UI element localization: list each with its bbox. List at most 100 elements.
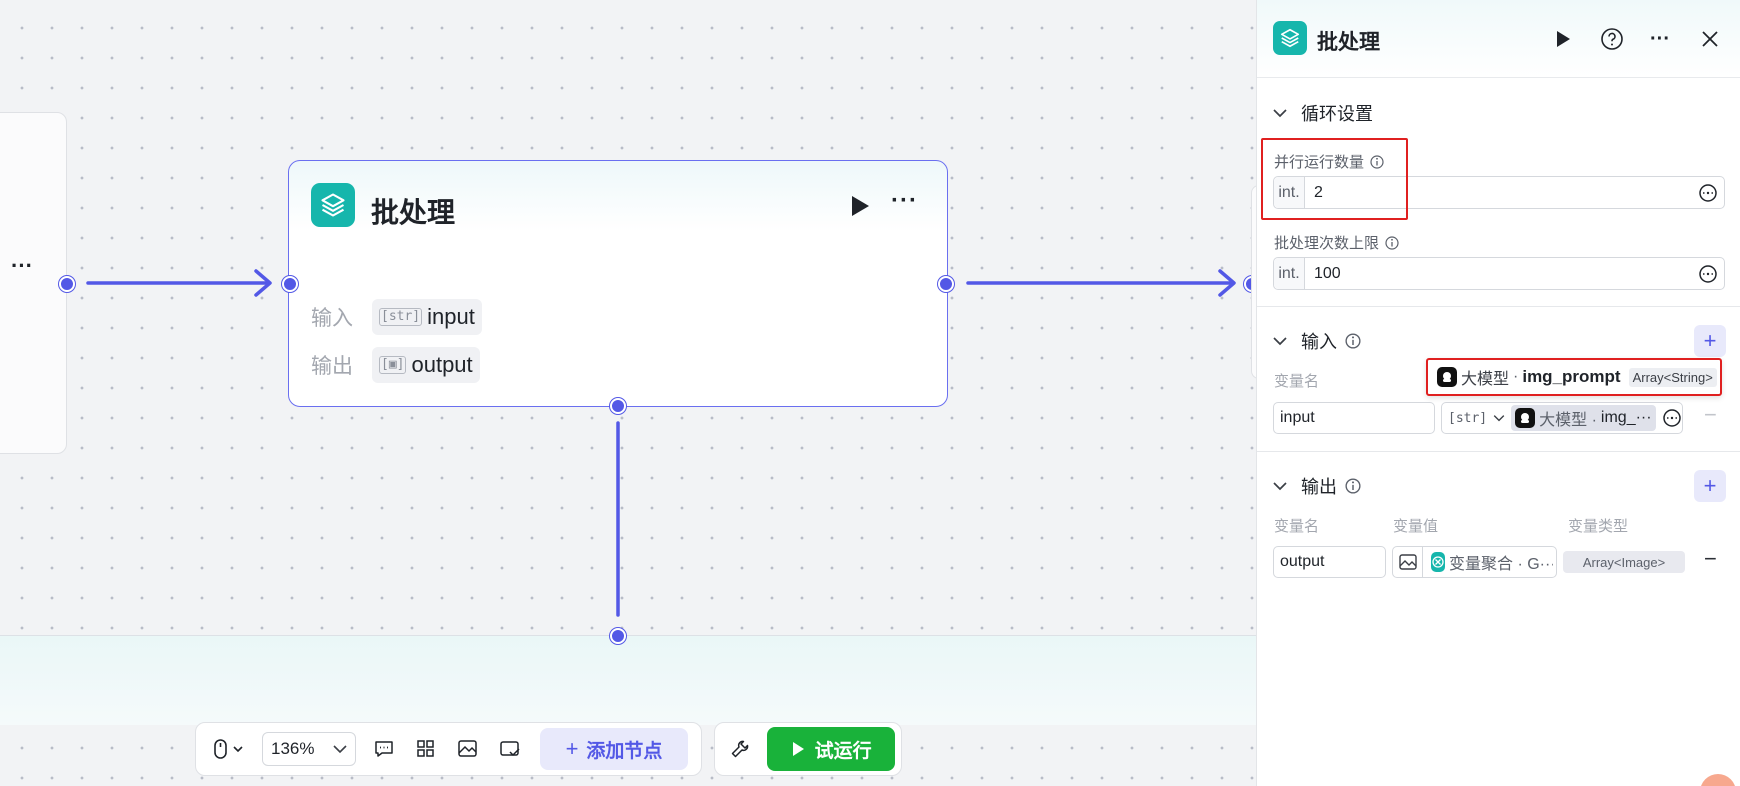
panel-title: 批处理	[1317, 31, 1380, 54]
parallel-count-value[interactable]: 2	[1314, 183, 1323, 201]
settings-button[interactable]	[721, 729, 759, 769]
connection-lines	[86, 269, 1236, 617]
chevron-down-icon	[1273, 481, 1287, 491]
remove-input-button[interactable]: −	[1704, 402, 1717, 427]
more-icon[interactable]: ···	[1650, 27, 1670, 50]
output-ref-source: 变量聚合 · G···	[1449, 556, 1553, 573]
input-ref-source: 大模型 ·	[1539, 412, 1597, 429]
zoom-value: 136%	[271, 739, 315, 758]
layers-icon	[311, 183, 355, 227]
parallel-count-label: 并行运行数量	[1274, 151, 1384, 172]
run-node-button[interactable]	[1548, 24, 1578, 54]
input-var-name-field[interactable]: input	[1273, 402, 1435, 434]
previous-node-output-port[interactable]	[59, 276, 75, 292]
add-input-button[interactable]: +	[1694, 325, 1726, 357]
test-run-button[interactable]: 试运行	[767, 727, 895, 771]
screen-check-icon	[500, 741, 520, 757]
highlight-box	[1261, 138, 1408, 220]
output-chip: [▣] output	[372, 347, 480, 383]
loop-settings-header[interactable]: 循环设置	[1273, 99, 1373, 127]
type-select[interactable]: [str]	[1442, 411, 1511, 426]
run-toolbar: 试运行	[714, 722, 902, 776]
chevron-down-icon	[1273, 108, 1287, 118]
tooltip-separator: ·	[1513, 368, 1519, 385]
canvas-lower-band	[0, 635, 1256, 725]
plus-icon: +	[1703, 473, 1717, 498]
chevron-down-icon	[333, 745, 347, 754]
fit-view-button[interactable]	[490, 729, 530, 769]
output-var-value-field[interactable]: 变量聚合 · G···	[1392, 546, 1557, 578]
output-ref-chip[interactable]: 变量聚合 · G···	[1427, 549, 1553, 575]
add-node-button[interactable]: + 添加节点	[540, 728, 688, 770]
minimap-button[interactable]	[448, 729, 488, 769]
tooltip-type: Array<String>	[1628, 367, 1717, 387]
more-icon[interactable]: ···	[891, 187, 918, 214]
input-section-header[interactable]: 输入	[1273, 327, 1361, 355]
input-col-name: 变量名	[1274, 373, 1320, 390]
variable-ref-icon[interactable]	[1662, 408, 1682, 428]
input-section-title: 输入	[1301, 332, 1337, 352]
wrench-icon	[731, 740, 749, 758]
loop-settings-title: 循环设置	[1301, 104, 1373, 124]
input-chip: [str] input	[372, 299, 482, 335]
plus-icon: +	[565, 736, 579, 761]
play-icon[interactable]	[849, 194, 871, 223]
plus-icon: +	[1703, 328, 1717, 353]
batch-body-entry-port[interactable]	[610, 628, 626, 644]
help-button[interactable]	[1597, 24, 1627, 54]
add-output-button[interactable]: +	[1694, 470, 1726, 502]
zoom-select[interactable]: 136%	[262, 732, 356, 766]
close-icon	[1702, 31, 1718, 47]
node-input-row: 输入 [str] input	[311, 299, 482, 335]
variable-ref-icon[interactable]	[1698, 264, 1718, 284]
parallel-count-input[interactable]: int. 2	[1273, 176, 1725, 209]
output-var-name-field[interactable]: output	[1273, 546, 1386, 578]
previous-node[interactable]: ···	[0, 112, 67, 454]
workflow-canvas[interactable]: ··· 批处理 ··· 输入 [str]	[0, 0, 1256, 786]
input-var-value-field[interactable]: [str] 大模型 · img_···	[1441, 402, 1683, 434]
batch-limit-text: 批处理次数上限	[1274, 235, 1380, 252]
output-type-badge: Array<Image>	[1563, 551, 1685, 573]
batch-node-input-port[interactable]	[282, 276, 298, 292]
more-icon[interactable]: ···	[11, 253, 33, 278]
variable-ref-icon[interactable]	[1698, 183, 1718, 203]
mouse-mode-button[interactable]	[204, 729, 254, 769]
string-array-icon: [str]	[1448, 410, 1488, 426]
image-array-icon: [▣]	[379, 356, 407, 374]
close-button[interactable]	[1695, 24, 1725, 54]
image-type-icon[interactable]	[1393, 547, 1423, 577]
input-var-name-value: input	[1280, 409, 1315, 426]
input-label: 输入	[311, 307, 353, 330]
comment-button[interactable]	[364, 729, 404, 769]
comment-icon	[375, 741, 393, 757]
node-title: 批处理	[371, 197, 456, 228]
parallel-count-text: 并行运行数量	[1274, 154, 1365, 171]
int-type-tag: int.	[1274, 177, 1305, 208]
int-type-tag: int.	[1274, 258, 1305, 289]
batch-node-output-port[interactable]	[938, 276, 954, 292]
play-icon	[792, 742, 804, 756]
panel-header: 批处理 ···	[1257, 0, 1740, 78]
variable-tooltip: 大模型 · img_prompt Array<String>	[1426, 358, 1722, 396]
layout-button[interactable]	[406, 729, 446, 769]
batch-limit-label: 批处理次数上限	[1274, 232, 1399, 253]
assistant-avatar[interactable]	[1700, 774, 1736, 786]
remove-output-button[interactable]: −	[1704, 546, 1717, 571]
output-section-header[interactable]: 输出	[1273, 472, 1361, 500]
info-icon	[1370, 154, 1384, 169]
tooltip-field: img_prompt	[1522, 367, 1621, 386]
batch-node-body-port[interactable]	[610, 398, 626, 414]
edge-arrow	[254, 269, 272, 297]
string-array-icon: [str]	[379, 308, 423, 326]
input-ref-chip[interactable]: 大模型 · img_···	[1511, 405, 1656, 431]
help-icon	[1601, 28, 1623, 50]
info-icon	[1345, 478, 1361, 494]
input-name: input	[427, 304, 475, 329]
chevron-down-icon	[1493, 415, 1505, 422]
batch-limit-value[interactable]: 100	[1314, 264, 1341, 282]
batch-limit-input[interactable]: int. 100	[1273, 257, 1725, 290]
output-col-name: 变量名	[1274, 518, 1320, 535]
grid-layout-icon	[417, 740, 434, 757]
info-icon	[1345, 333, 1361, 349]
batch-node[interactable]: 批处理 ··· 输入 [str] input 输出 [▣] output	[288, 160, 948, 407]
